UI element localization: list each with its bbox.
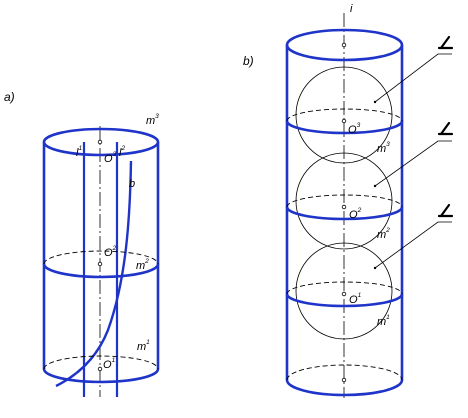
circle-m2-a-front xyxy=(42,263,160,279)
cylinder-b-bottom-back xyxy=(286,364,403,381)
center-point-o2-a xyxy=(97,261,103,267)
sphere-label-1 xyxy=(437,203,454,218)
sphere-label-2 xyxy=(437,121,454,136)
label-m1-a: m1 xyxy=(137,339,150,353)
label-o2-b: O2 xyxy=(349,207,362,221)
center-point-top-b xyxy=(341,42,347,48)
center-point-o3-b xyxy=(341,118,347,124)
label-b: b xyxy=(129,178,135,190)
circle-m3-b-back xyxy=(286,108,403,122)
center-point-o1-a xyxy=(97,366,103,372)
caption-b: b) xyxy=(243,54,254,68)
label-l1: l1 xyxy=(76,145,82,159)
curve-b xyxy=(55,160,133,388)
center-point-o3-a xyxy=(97,139,103,145)
circle-m2-b-back xyxy=(286,194,403,208)
circle-m1-a-front xyxy=(42,368,160,384)
label-o3-a: O3 xyxy=(104,151,117,165)
caption-a: a) xyxy=(4,90,15,104)
circle-m1-b-back xyxy=(286,281,403,295)
label-m2-a: m2 xyxy=(136,258,149,272)
label-o3-b: O3 xyxy=(348,122,361,136)
leader-sphere-2 xyxy=(374,140,452,187)
cylinder-b-top xyxy=(285,28,404,62)
label-m2-b: m2 xyxy=(377,227,390,241)
circle-m1-a-back xyxy=(43,355,159,370)
label-m3-b: m3 xyxy=(377,141,390,155)
center-point-bottom-b xyxy=(341,377,347,383)
cylinder-b-bottom-front xyxy=(285,379,404,397)
leader-dot-sphere-3 xyxy=(373,100,377,104)
leader-sphere-3 xyxy=(374,53,452,103)
circle-m3-b-front xyxy=(285,120,404,135)
figure-b: b) i O3 O2 O1 m3 m2 xyxy=(243,3,454,398)
center-point-o2-b xyxy=(341,204,347,210)
label-o2-a: O2 xyxy=(104,245,117,259)
circle-m1-b-front xyxy=(285,293,404,308)
sphere-1 xyxy=(295,242,393,340)
figure-a: a) O3 O2 O1 l1 l2 b m3 m2 m1 xyxy=(4,90,160,397)
circle-m2-b-front xyxy=(285,206,404,221)
label-o1-a: O1 xyxy=(103,357,116,371)
label-o1-b: O1 xyxy=(349,292,362,306)
label-m3-a: m3 xyxy=(146,113,159,127)
sphere-label-3 xyxy=(437,35,454,50)
label-m1-b: m1 xyxy=(377,314,390,328)
leader-dot-sphere-1 xyxy=(373,266,377,270)
circle-m2-a-back xyxy=(43,250,159,265)
label-axis-i: i xyxy=(350,3,353,15)
label-l2: l2 xyxy=(119,145,125,159)
center-point-o1-b xyxy=(341,291,347,297)
leader-dot-sphere-2 xyxy=(373,184,377,188)
circle-m3-a xyxy=(42,127,160,157)
leader-sphere-1 xyxy=(374,221,452,269)
